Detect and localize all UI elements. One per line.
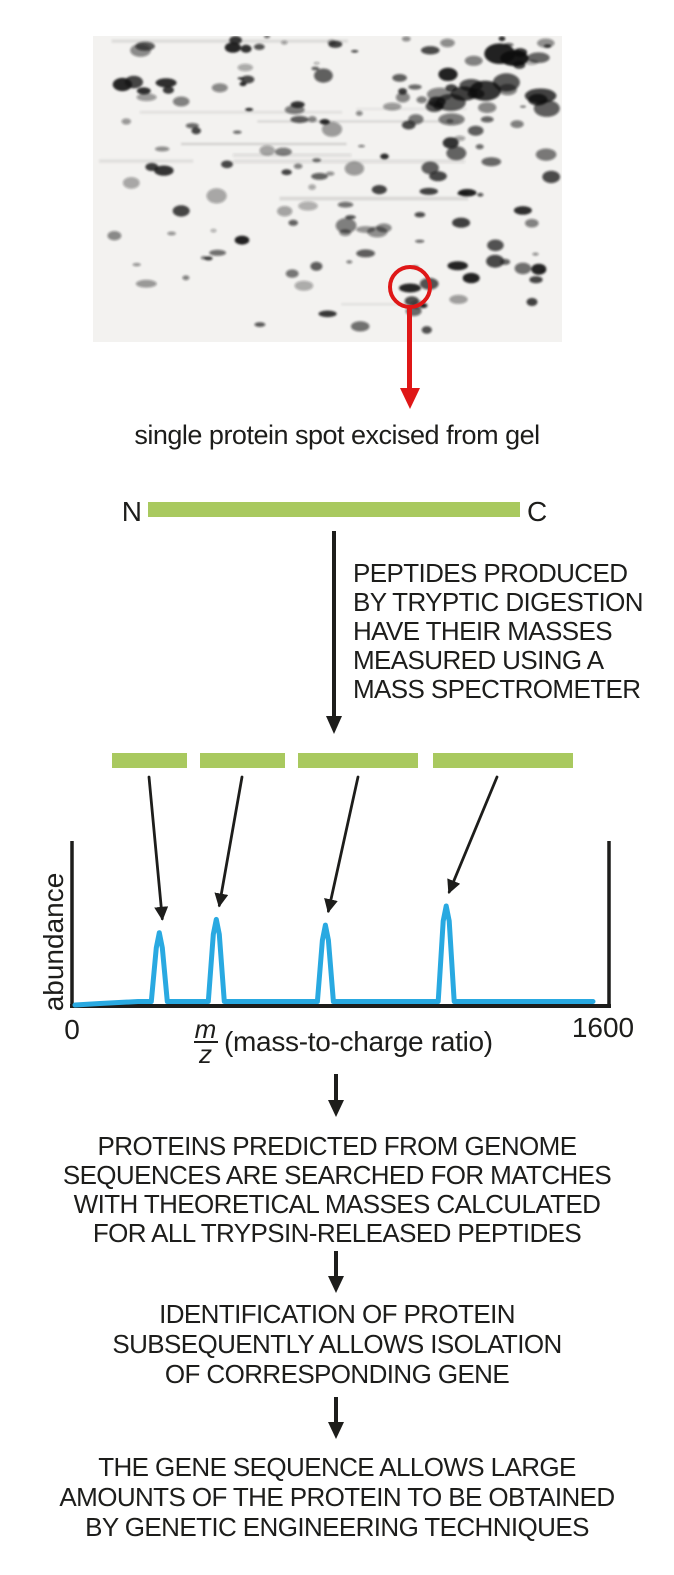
digestion-note-line: HAVE THEIR MASSES bbox=[353, 616, 613, 646]
x-axis-label: m z (mass-to-charge ratio) bbox=[192, 1014, 493, 1069]
gel-image bbox=[93, 36, 562, 342]
peptide-fragment-bar bbox=[112, 753, 187, 768]
peptide-to-peak-arrow-icon bbox=[324, 775, 360, 914]
peptide-fragment-bar bbox=[433, 753, 573, 768]
flow-step-identification: IDENTIFICATION OF PROTEIN SUBSEQUENTLY A… bbox=[0, 1299, 674, 1389]
flow-step-genetic-engineering: THE GENE SEQUENCE ALLOWS LARGE AMOUNTS O… bbox=[0, 1452, 674, 1542]
digestion-arrow-shaft bbox=[332, 531, 336, 717]
protein-n-terminus-label: N bbox=[121, 496, 142, 527]
flow-arrow-shaft bbox=[334, 1397, 338, 1423]
flow-arrow-down-icon bbox=[328, 1422, 344, 1439]
mz-numerator: m bbox=[194, 1014, 217, 1044]
digestion-arrow-down-icon bbox=[325, 716, 342, 734]
peptide-to-peak-arrow-icon bbox=[447, 775, 499, 894]
x-tick-1600: 1600 bbox=[571, 1012, 635, 1043]
flow-step-line: SUBSEQUENTLY ALLOWS ISOLATION bbox=[112, 1329, 562, 1359]
peptide-fragment-bar bbox=[298, 753, 418, 768]
peptide-to-peak-arrows bbox=[147, 775, 499, 921]
flow-step-line: FOR ALL TRYPSIN-RELEASED PEPTIDES bbox=[92, 1218, 582, 1248]
x-tick-0: 0 bbox=[64, 1014, 80, 1045]
mz-denominator: z bbox=[199, 1039, 212, 1069]
mz-fraction: m z bbox=[192, 1014, 219, 1069]
flow-step-line: IDENTIFICATION OF PROTEIN bbox=[159, 1299, 515, 1329]
protein-c-terminus-label: C bbox=[527, 496, 548, 527]
flow-step-line: THE GENE SEQUENCE ALLOWS LARGE bbox=[98, 1452, 576, 1482]
digestion-note-line: MASS SPECTROMETER bbox=[353, 674, 641, 704]
flow-step-line: BY GENETIC ENGINEERING TECHNIQUES bbox=[85, 1512, 589, 1542]
y-axis-label: abundance bbox=[38, 872, 69, 1012]
gel-caption: single protein spot excised from gel bbox=[134, 420, 540, 450]
digestion-note-line: PEPTIDES PRODUCED bbox=[353, 558, 628, 588]
flow-step-line: AMOUNTS OF THE PROTEIN TO BE OBTAINED bbox=[59, 1482, 615, 1512]
flow-step-line: WITH THEORETICAL MASSES CALCULATED bbox=[73, 1189, 601, 1219]
peptide-fragment-bar bbox=[200, 753, 285, 768]
chart-frame bbox=[70, 841, 611, 1008]
flow-arrow-shaft bbox=[334, 1074, 338, 1101]
flow-arrow-down-icon bbox=[328, 1100, 344, 1117]
flow-arrow-shaft bbox=[334, 1251, 338, 1277]
peptide-to-peak-arrow-icon bbox=[214, 775, 244, 908]
digestion-note-line: MEASURED USING A bbox=[353, 645, 604, 675]
peptide-to-peak-arrow-icon bbox=[147, 775, 169, 921]
spectrum-curve bbox=[72, 903, 596, 1008]
fraction-bar bbox=[193, 1041, 218, 1043]
flow-step-line: SEQUENCES ARE SEARCHED FOR MATCHES bbox=[62, 1160, 612, 1190]
digestion-note-line: BY TRYPTIC DIGESTION bbox=[353, 587, 644, 617]
gel-spots bbox=[99, 36, 561, 334]
red-arrow-shaft bbox=[407, 308, 412, 389]
flow-step-line: PROTEINS PREDICTED FROM GENOME bbox=[97, 1131, 578, 1161]
digestion-note: PEPTIDES PRODUCED BY TRYPTIC DIGESTION H… bbox=[353, 558, 644, 704]
flow-step-database-search: PROTEINS PREDICTED FROM GENOME SEQUENCES… bbox=[0, 1132, 674, 1248]
x-axis-label-suffix: (mass-to-charge ratio) bbox=[224, 1026, 493, 1057]
flow-step-line: OF CORRESPONDING GENE bbox=[164, 1359, 510, 1389]
flow-arrow-down-icon bbox=[328, 1276, 344, 1293]
protein-bar bbox=[148, 502, 520, 517]
highlight-circle bbox=[388, 265, 432, 309]
red-arrow-down-icon bbox=[400, 388, 420, 409]
